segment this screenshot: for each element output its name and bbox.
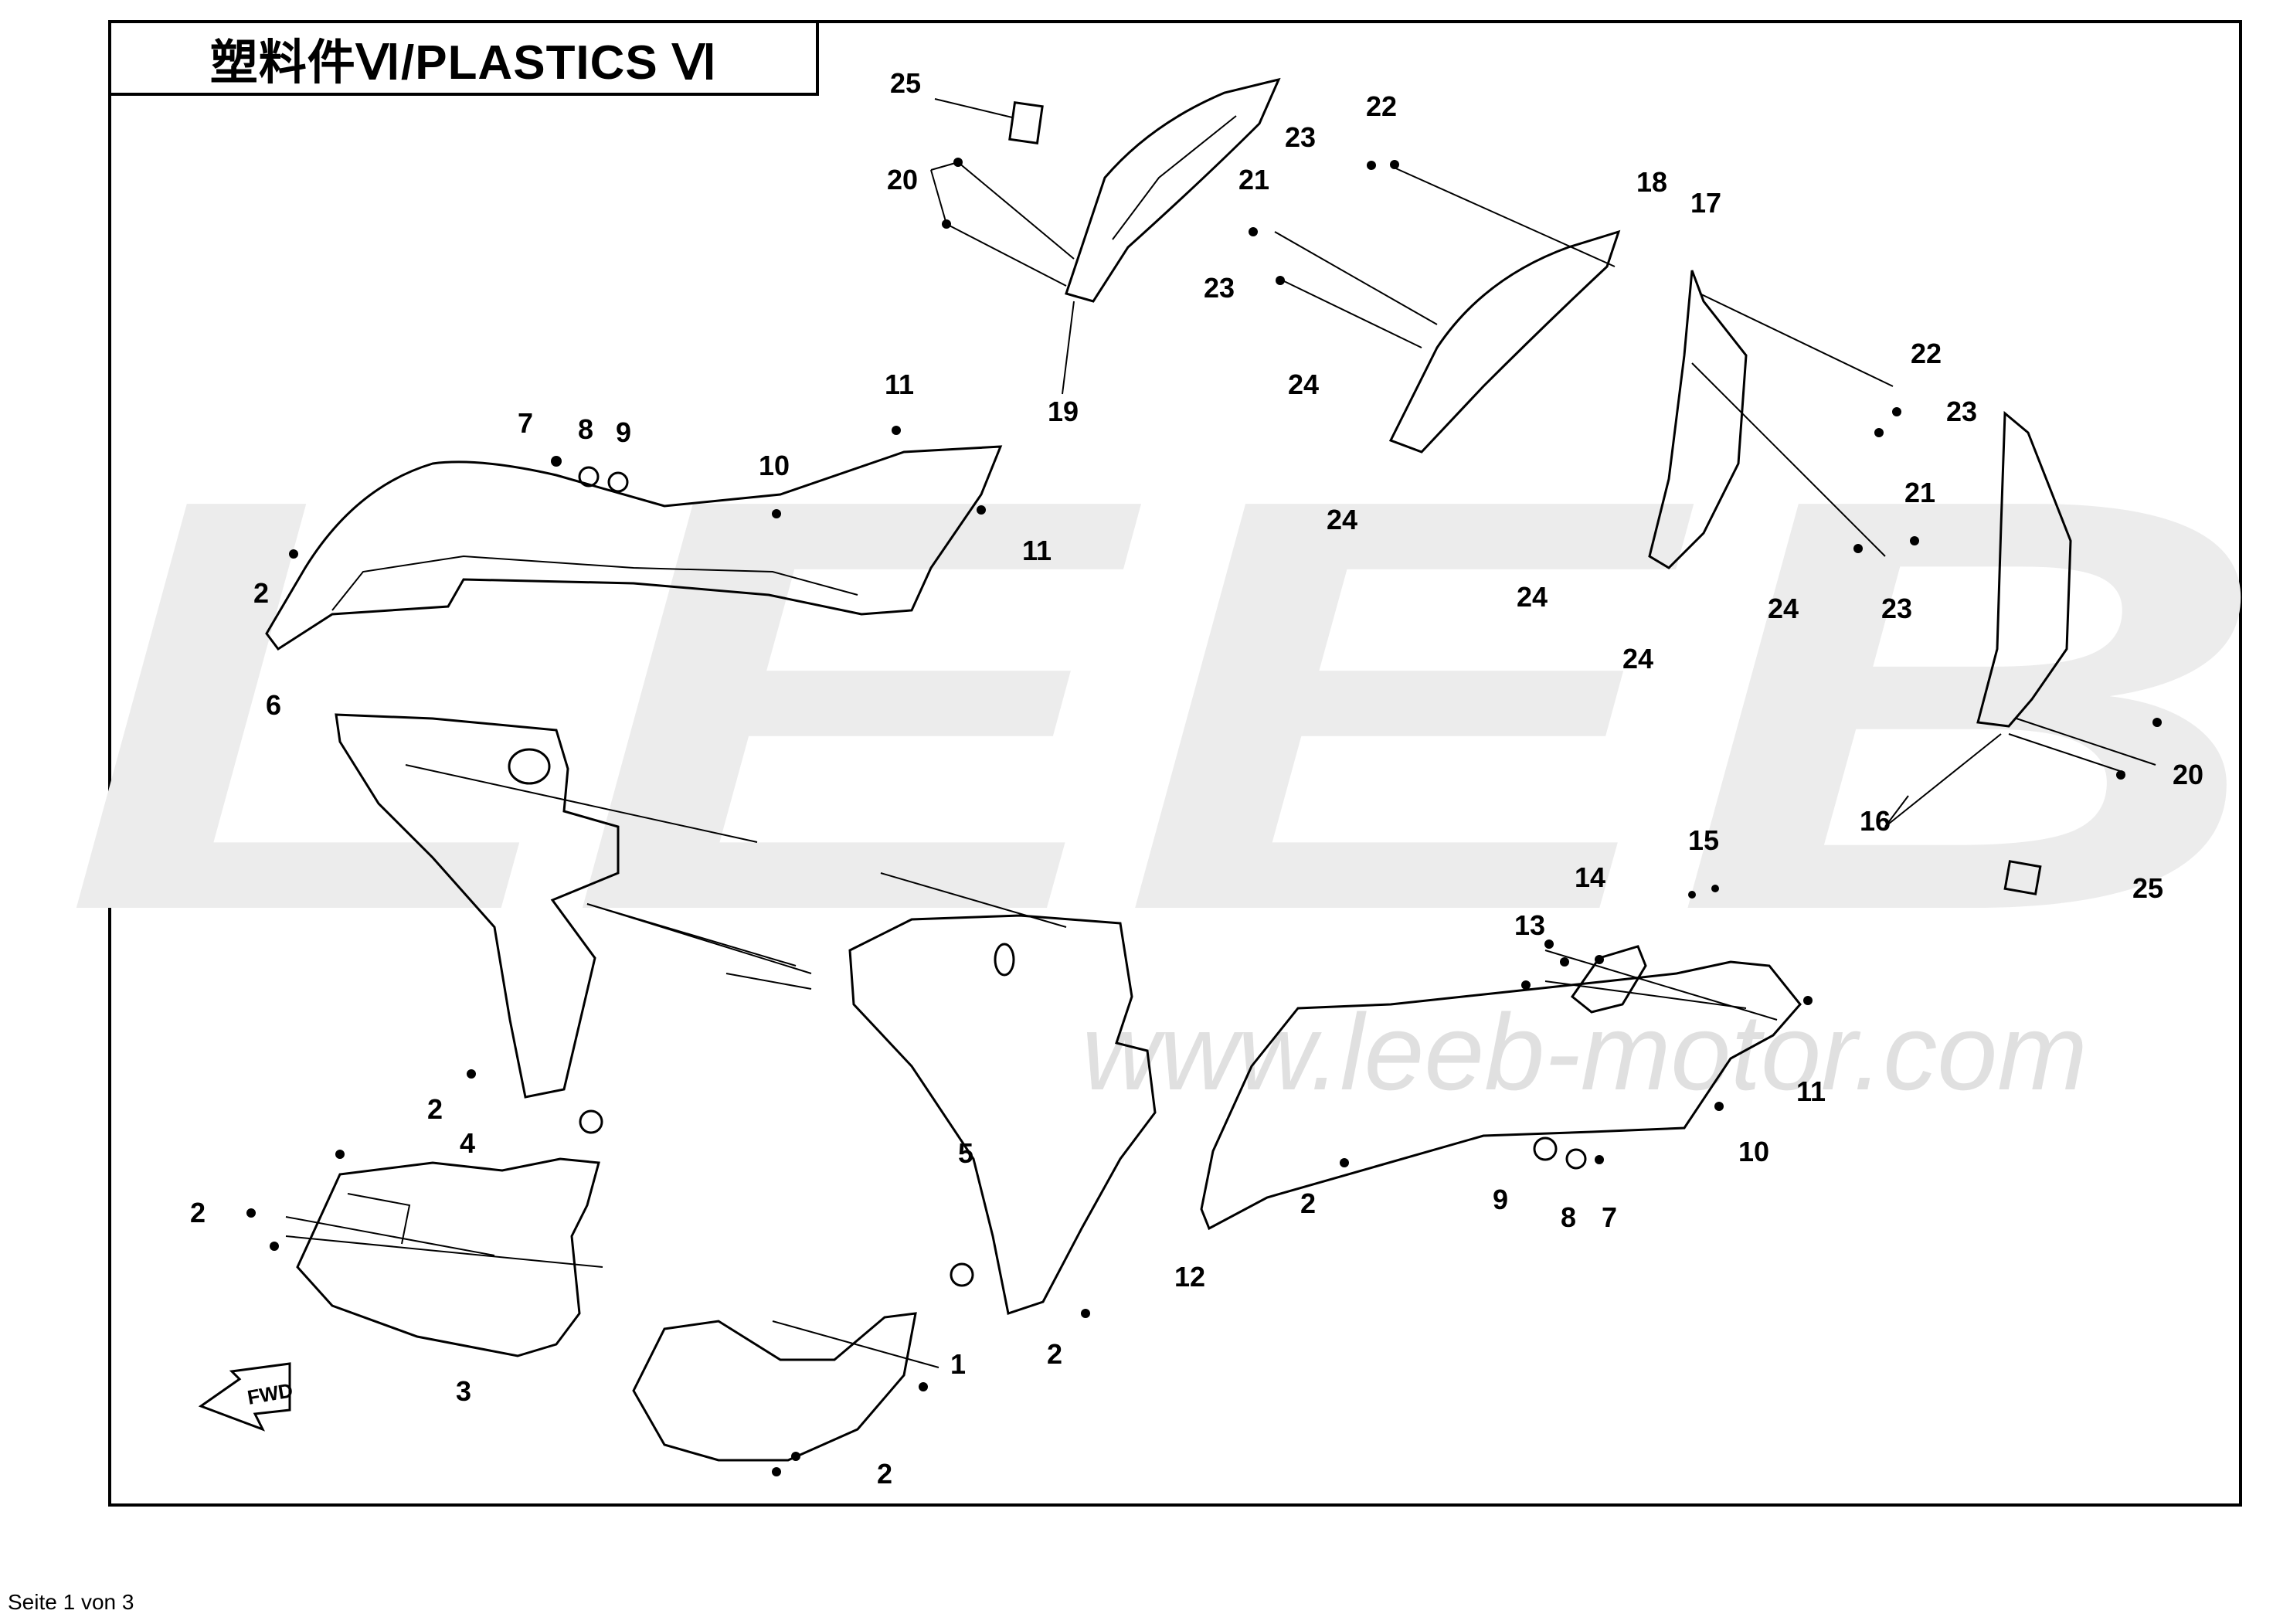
callout-12: 12	[1174, 1261, 1205, 1293]
callout-10-top: 10	[759, 450, 790, 481]
callout-2-a: 2	[253, 577, 269, 609]
part-18-panel	[1388, 229, 1621, 454]
callout-19: 19	[1048, 396, 1079, 427]
callout-4: 4	[460, 1127, 475, 1159]
callout-2-c: 2	[190, 1197, 206, 1228]
callout-17: 17	[1690, 187, 1721, 219]
diagram-frame	[108, 20, 2242, 1507]
callout-13: 13	[1514, 909, 1545, 941]
part-1-belly-pan	[632, 1312, 917, 1462]
callout-9-lower: 9	[1493, 1184, 1508, 1215]
callout-5: 5	[958, 1137, 973, 1169]
callout-11-right: 11	[1022, 535, 1052, 566]
callout-2-b: 2	[427, 1093, 443, 1125]
title-box: 塑料件Ⅵ/PLASTICS Ⅵ	[108, 20, 819, 96]
callout-9-top: 9	[616, 416, 631, 448]
callout-25-top: 25	[890, 67, 921, 99]
fwd-arrow	[198, 1362, 291, 1432]
watermark-logo: LEEB	[62, 377, 2271, 1033]
callout-24-e: 24	[1622, 643, 1653, 674]
callout-3: 3	[456, 1375, 471, 1407]
callout-25-right: 25	[2132, 872, 2163, 904]
callout-18: 18	[1636, 166, 1667, 198]
callout-22-right: 22	[1911, 338, 1942, 369]
callout-11-top: 11	[885, 369, 914, 400]
part-6-side-cover	[265, 445, 1003, 651]
part-3-lower-cover	[296, 1157, 600, 1357]
callout-22-top: 22	[1366, 90, 1397, 122]
part-25-decal-top	[1008, 101, 1044, 144]
callout-23-lower: 23	[1881, 593, 1912, 624]
part-5-side-panel	[848, 914, 1157, 1315]
fwd-label: FWD	[246, 1378, 295, 1409]
callout-20-right: 20	[2173, 759, 2203, 790]
part-4-side-panel	[335, 713, 620, 1099]
callout-7-top: 7	[518, 407, 533, 439]
callout-2-e: 2	[877, 1458, 892, 1490]
callout-24-a: 24	[1288, 369, 1319, 400]
callout-6: 6	[266, 689, 281, 721]
callout-1: 1	[950, 1348, 966, 1380]
part-12-side-cover	[1200, 960, 1802, 1231]
callout-8-lower: 8	[1561, 1201, 1576, 1233]
callout-21-left: 21	[1238, 164, 1269, 195]
callout-16: 16	[1860, 805, 1891, 837]
part-19-visor	[1065, 77, 1281, 303]
part-17-panel	[1648, 270, 1748, 569]
callout-2-d: 2	[1047, 1338, 1062, 1370]
callout-10-lower: 10	[1738, 1136, 1769, 1167]
callout-24-c: 24	[1517, 581, 1548, 613]
watermark-url: www.leeb-motor.com	[1082, 991, 2088, 1113]
callout-23-right: 23	[1946, 396, 1977, 427]
callout-14: 14	[1575, 861, 1605, 893]
callout-20-top: 20	[887, 164, 918, 195]
page-title: 塑料件Ⅵ/PLASTICS Ⅵ	[209, 36, 718, 90]
part-25-decal-right	[2003, 860, 2042, 895]
callout-21-right: 21	[1904, 477, 1935, 508]
callout-23-top: 23	[1285, 121, 1316, 153]
callout-24-d: 24	[1768, 593, 1799, 624]
callout-2-f: 2	[1300, 1187, 1316, 1219]
callout-23-mid: 23	[1204, 272, 1235, 304]
callout-8-top: 8	[578, 413, 593, 445]
callout-labels: 25 20 19 22 23 21 18 17 23 22 23 24 24 2…	[190, 67, 2203, 1490]
callout-15: 15	[1688, 824, 1719, 856]
part-16-visor	[1976, 410, 2072, 728]
page-footer: Seite 1 von 3	[8, 1590, 134, 1614]
callout-24-b: 24	[1327, 504, 1357, 535]
callout-11-lower: 11	[1796, 1075, 1826, 1107]
callout-7-lower: 7	[1602, 1201, 1617, 1233]
